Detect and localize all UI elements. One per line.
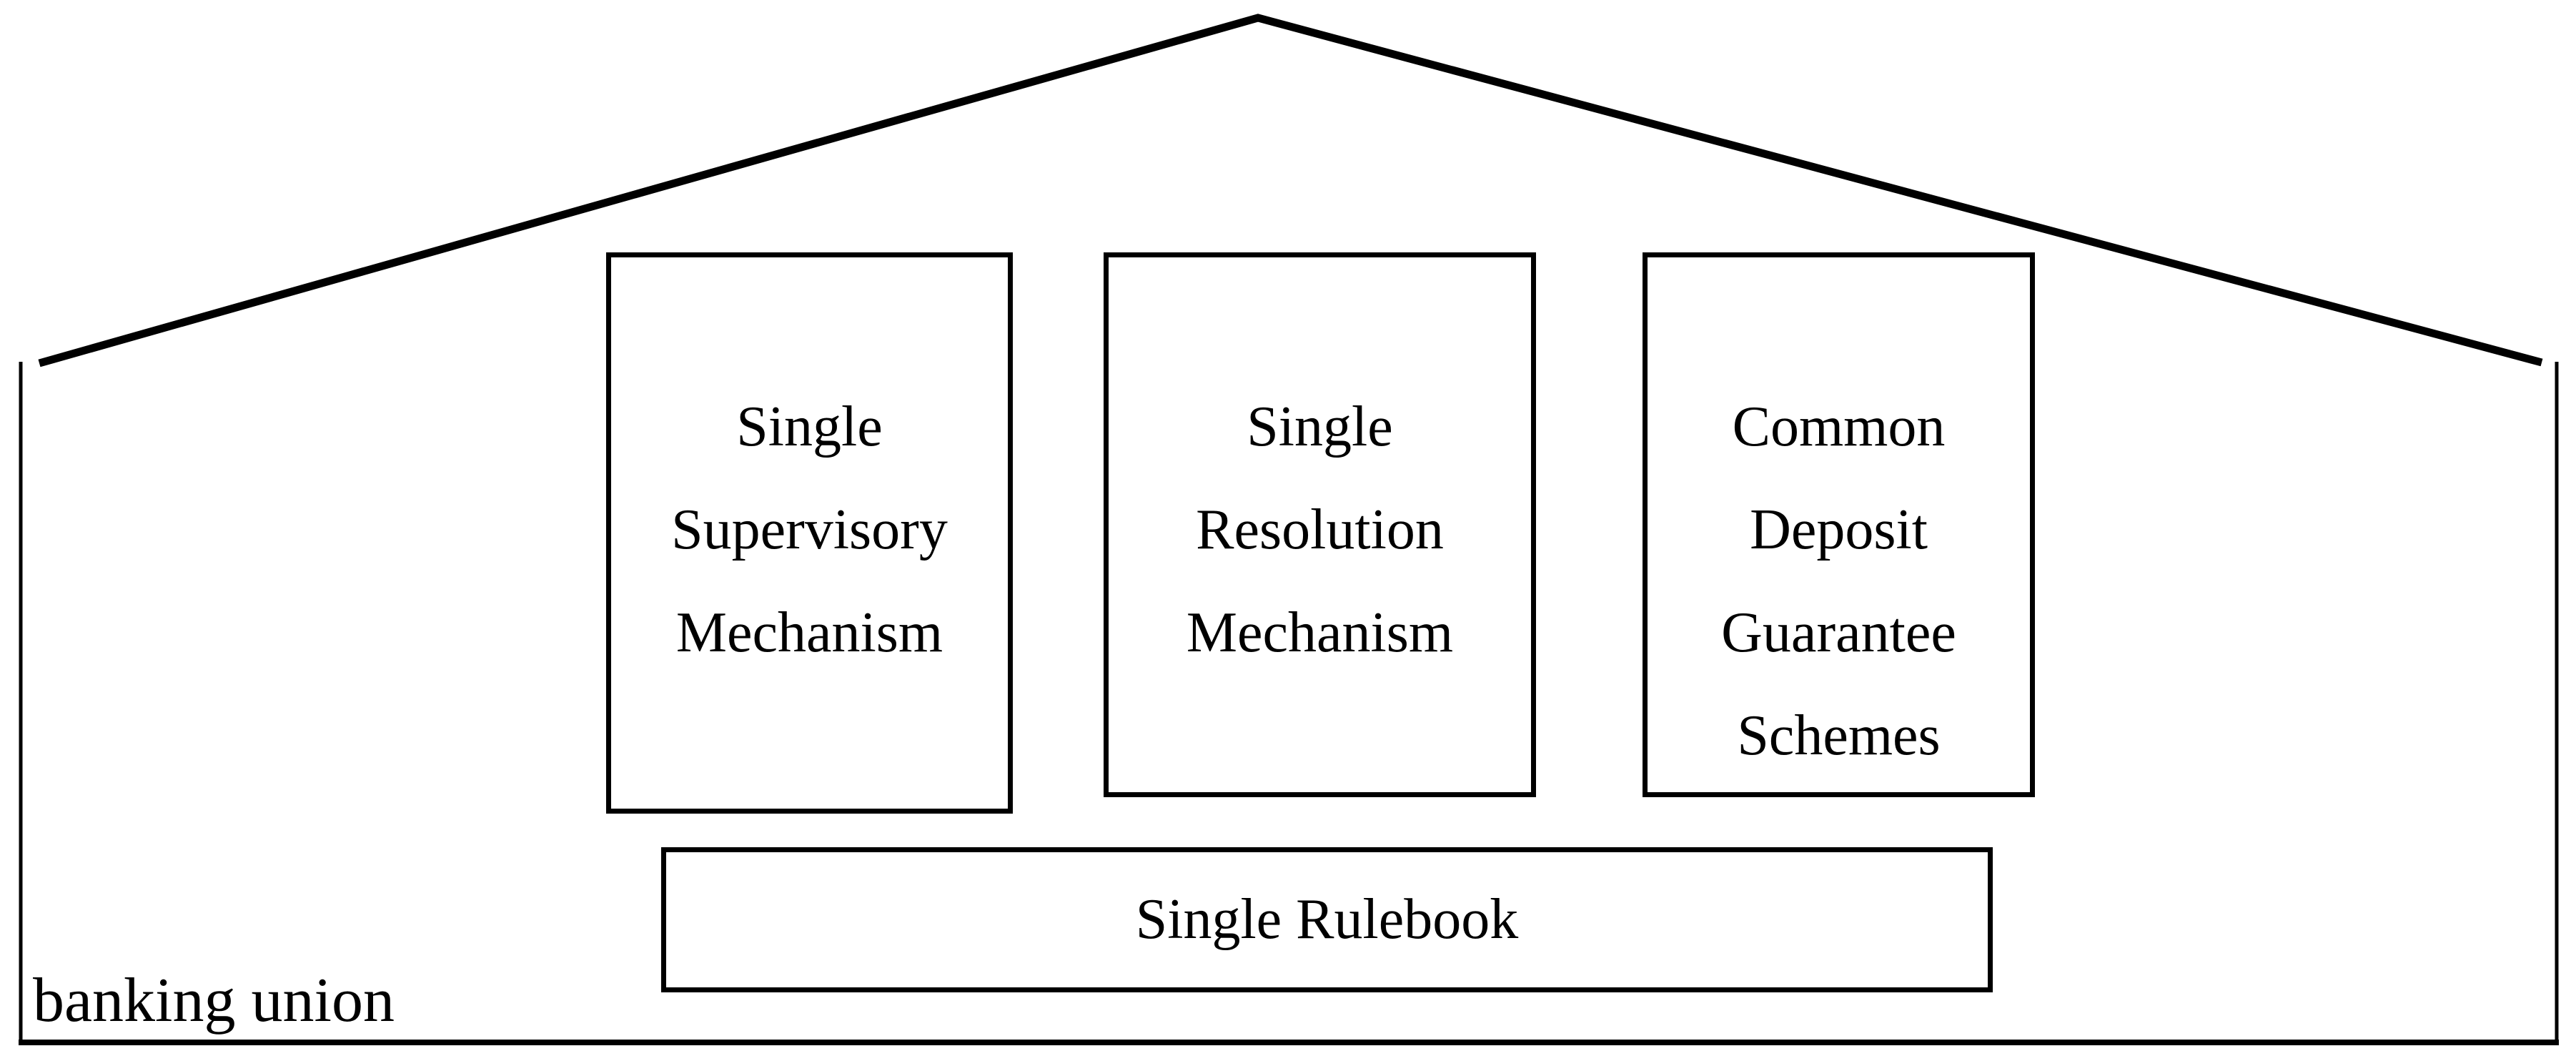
pillar-text-line: Deposit — [1750, 498, 1928, 561]
banking-union-label: banking union — [33, 966, 395, 1035]
pillar-text-line: Common — [1732, 395, 1946, 458]
single-rulebook-base: Single Rulebook — [661, 847, 1993, 992]
pillar-single-supervisory-mechanism: Single Supervisory Mechanism — [606, 252, 1013, 814]
pillar-common-deposit-guarantee-schemes: Common Deposit Guarantee Schemes — [1643, 252, 2035, 797]
pillar-text-line: Schemes — [1737, 704, 1941, 767]
pillar-text-line: Single — [736, 395, 883, 458]
pillar-text-line: Mechanism — [1186, 601, 1454, 664]
pillar-text-line: Guarantee — [1721, 601, 1956, 664]
pillar-text-line: Resolution — [1196, 498, 1444, 561]
pillar-text-line: Mechanism — [675, 601, 943, 664]
pillar-single-resolution-mechanism: Single Resolution Mechanism — [1104, 252, 1536, 797]
pillar-text-line: Single — [1247, 395, 1393, 458]
single-rulebook-label: Single Rulebook — [1135, 888, 1519, 951]
roof-outline-icon — [38, 14, 2543, 367]
pillar-text-line: Supervisory — [671, 498, 948, 561]
